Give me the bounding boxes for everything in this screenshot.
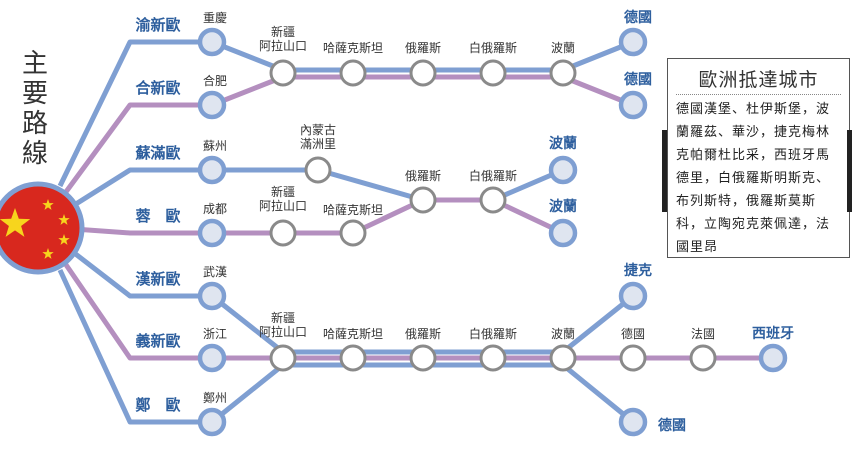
- origin-label: 重慶: [203, 11, 227, 25]
- dest-label: 西班牙: [752, 325, 794, 342]
- small-star-icon: [58, 214, 70, 225]
- route-label: 鄭 歐: [135, 396, 180, 414]
- origin-label: 蘇州: [203, 139, 227, 153]
- station-label: 俄羅斯: [405, 41, 441, 55]
- station-label: 白俄羅斯: [469, 40, 517, 55]
- route-line-2: [58, 167, 212, 217]
- station-label: 波蘭: [551, 327, 575, 341]
- station-label: 哈薩克斯坦: [323, 203, 383, 217]
- small-star-icon: [42, 199, 54, 210]
- station-node: [549, 59, 577, 87]
- route-label: 合新歐: [134, 79, 180, 97]
- station-node: [409, 344, 437, 372]
- dest-label: 捷克: [624, 262, 652, 279]
- dest-label: 波蘭: [549, 135, 577, 152]
- route-label: 蘇滿歐: [134, 144, 180, 162]
- route-line-4: [58, 240, 212, 299]
- station-label: 哈薩克斯坦: [323, 327, 383, 341]
- origin-node: [197, 343, 227, 373]
- station-label: 新疆阿拉山口: [259, 310, 307, 339]
- station-label: 新疆阿拉山口: [259, 24, 307, 53]
- dest-node: [548, 155, 578, 185]
- dest-node: [618, 27, 648, 57]
- dest-label: 波蘭: [549, 198, 577, 215]
- station-node: [339, 59, 367, 87]
- dest-node: [618, 281, 648, 311]
- station-node: [619, 344, 647, 372]
- origin-node: [197, 27, 227, 57]
- dest-node: [618, 90, 648, 120]
- title-char: 要: [22, 79, 48, 109]
- title-char: 線: [22, 139, 48, 169]
- title-char: 路: [22, 109, 48, 139]
- station-label: 哈薩克斯坦: [323, 41, 383, 55]
- dest-label: 德國: [624, 71, 652, 88]
- station-node: [479, 59, 507, 87]
- station-node: [339, 344, 367, 372]
- route-line-0: [57, 39, 212, 188]
- station-label: 白俄羅斯: [469, 168, 517, 183]
- route-label: 蓉 歐: [135, 207, 180, 225]
- route-label: 義新歐: [135, 332, 180, 350]
- origin-node: [197, 407, 227, 437]
- origin-node: [197, 281, 227, 311]
- origin-node: [197, 90, 227, 120]
- box-title: 歐洲抵達城市: [676, 65, 841, 95]
- station-node: [549, 344, 577, 372]
- box-bar-right: [847, 130, 852, 212]
- origin-node: [197, 218, 227, 248]
- station-label: 俄羅斯: [405, 169, 441, 183]
- station-label: 白俄羅斯: [469, 326, 517, 341]
- route-line-6: [57, 268, 212, 425]
- station-node: [339, 219, 367, 247]
- route-label: 漢新歐: [135, 270, 180, 288]
- box-text: 德國漢堡、杜伊斯堡，波蘭羅茲、華沙，捷克梅林克帕爾杜比采，西班牙馬德里，白俄羅斯…: [676, 102, 831, 255]
- china-flag-icon: [0, 181, 85, 275]
- station-node: [269, 219, 297, 247]
- route-line-5: [57, 254, 212, 361]
- station-label: 新疆阿拉山口: [259, 184, 307, 213]
- dest-label: 德國: [658, 417, 686, 434]
- dest-node: [618, 407, 648, 437]
- route-label: 渝新歐: [135, 16, 180, 34]
- origin-label: 合肥: [203, 73, 227, 88]
- box-bar-left: [662, 130, 667, 212]
- station-label: 波蘭: [551, 41, 575, 55]
- station-node: [409, 186, 437, 214]
- station-node: [304, 156, 332, 184]
- station-label: 內蒙古滿洲里: [300, 122, 336, 151]
- arrival-cities-box: 歐洲抵達城市 德國漢堡、杜伊斯堡，波蘭羅茲、華沙，捷克梅林克帕爾杜比采，西班牙馬…: [667, 58, 850, 258]
- dest-node: [758, 343, 788, 373]
- station-node: [479, 186, 507, 214]
- origin-label: 浙江: [203, 327, 227, 341]
- dest-node: [548, 218, 578, 248]
- station-node: [479, 344, 507, 372]
- station-node: [409, 59, 437, 87]
- route-line-1: [57, 102, 212, 202]
- station-node: [269, 59, 297, 87]
- dest-label: 德國: [624, 9, 652, 26]
- origin-label: 武漢: [203, 265, 227, 279]
- station-node: [269, 344, 297, 372]
- origin-label: 鄭州: [203, 390, 227, 405]
- station-label: 俄羅斯: [405, 327, 441, 341]
- origin-node: [197, 155, 227, 185]
- bottom-line-blue-2: [210, 362, 635, 424]
- station-label: 德國: [621, 326, 645, 341]
- origin-label: 成都: [203, 202, 227, 216]
- station-label: 法國: [691, 327, 715, 341]
- title-char: 主: [22, 49, 48, 79]
- small-star-icon: [42, 248, 54, 259]
- small-star-icon: [58, 234, 70, 245]
- big-star-icon: [0, 208, 31, 237]
- station-node: [689, 344, 717, 372]
